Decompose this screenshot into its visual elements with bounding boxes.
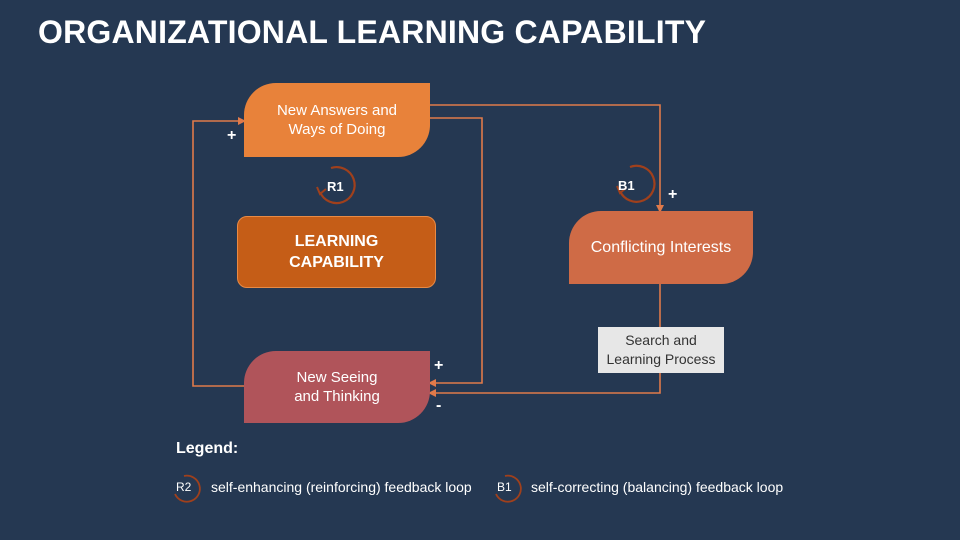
loop-b1-icon (618, 164, 656, 203)
node-new-answers-line2: Ways of Doing (288, 121, 386, 138)
node-new-seeing-line1: New Seeing (296, 369, 378, 386)
connector-conflict-to-seeing (428, 284, 661, 397)
loop-r1-icon (318, 166, 356, 205)
sign-answers-in: + (227, 127, 237, 144)
node-new-seeing: New Seeing and Thinking (244, 351, 430, 423)
loop-b1-label: B1 (618, 178, 635, 193)
legend-b-text: self-correcting (balancing) feedback loo… (531, 479, 784, 495)
legend-r-badge: R2 (176, 480, 192, 494)
node-new-answers-line1: New Answers and (276, 102, 398, 119)
node-learning-capability: LEARNING CAPABILITY (237, 216, 436, 288)
sign-seeing-in-top: + (434, 357, 444, 374)
connector-seeing-to-answers (192, 117, 246, 387)
node-conflicting-interests: Conflicting Interests (569, 211, 753, 284)
node-conflict-label: Conflicting Interests (590, 239, 732, 256)
legend-b-badge: B1 (497, 480, 512, 494)
node-new-seeing-line2: and Thinking (294, 388, 380, 405)
connector-answers-to-conflict (430, 104, 664, 213)
legend-r-text: self-enhancing (reinforcing) feedback lo… (211, 479, 472, 495)
node-new-answers: New Answers and Ways of Doing (244, 83, 430, 157)
node-capability-line1: LEARNING (294, 233, 379, 250)
search-box-line1: Search and (625, 332, 697, 348)
search-box-line2: Learning Process (606, 351, 716, 367)
search-learning-process-box: Search and Learning Process (598, 327, 724, 373)
loop-r1-label: R1 (327, 179, 344, 194)
legend-b-loop-icon (495, 474, 522, 503)
connector-answers-to-seeing (428, 117, 483, 387)
legend-r-loop-icon (174, 474, 201, 503)
page-title: ORGANIZATIONAL LEARNING CAPABILITY (38, 14, 707, 50)
node-capability-line2: CAPABILITY (289, 254, 384, 271)
sign-seeing-in-bottom: - (436, 397, 442, 414)
sign-conflict-in: + (668, 186, 678, 203)
legend-title: Legend: (176, 440, 239, 457)
